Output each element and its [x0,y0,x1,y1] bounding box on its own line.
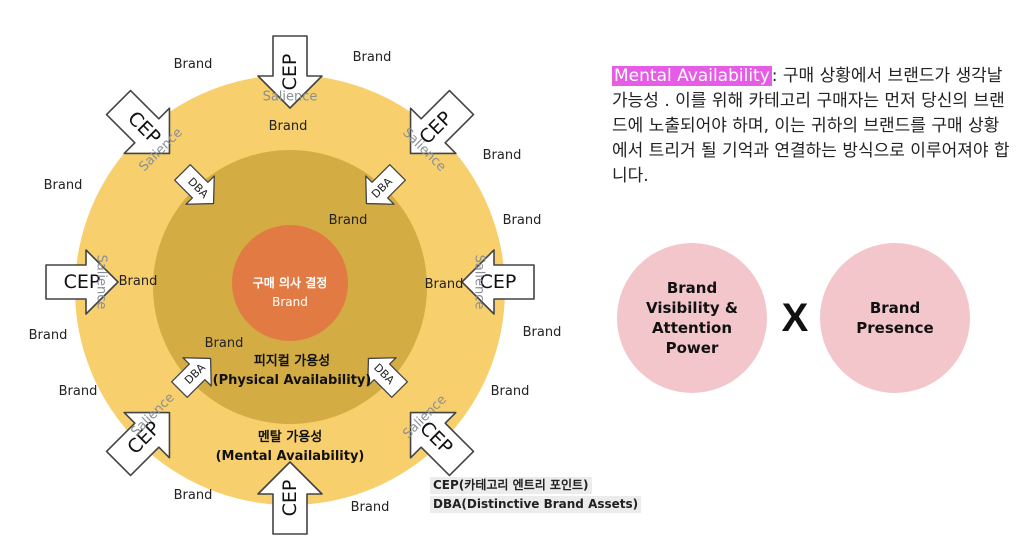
core-purchase-decision [232,225,348,341]
brand-label: Brand [174,488,213,503]
cep-arrow-shape [105,89,171,155]
salience-label: Salience [94,255,109,310]
brand-label: Brand [269,119,308,134]
brand-label: Brand [425,277,464,292]
brand-label: Brand [29,328,68,343]
cep-arrow: CEP [461,249,535,315]
dba-arrow-shape [171,357,212,398]
description-term: Mental Availability [612,66,772,86]
mental-availability-label: 멘탈 가용성 [258,429,322,445]
cep-arrow-shape [409,411,475,477]
cep-label: CEP [279,480,301,517]
legend-dba: DBA(Distinctive Brand Assets) [430,496,642,513]
brand-visibility-label: Brand Visibility & Attention Power [646,279,738,357]
cep-label: CEP [279,54,301,91]
cep-arrow-shape [461,249,535,315]
brand-visibility-circle: Brand Visibility & Attention Power [617,243,767,393]
brand-label: Brand [44,178,83,193]
brand-label: Brand [119,274,158,289]
brand-label: Brand [329,213,368,228]
description-text: : 구매 상황에서 브랜드가 생각날 가능성 . 이를 위해 카테고리 구매자는… [612,66,1010,186]
dba-arrow-shape [367,357,408,398]
cep-arrow-shape [105,411,171,477]
cep-arrow: CEP [45,249,119,315]
physical-availability-label: 피지컬 가용성 [254,353,330,369]
brand-label: Brand [503,213,542,228]
physical-availability-sublabel: (Physical Availability) [213,373,372,388]
brand-label: Brand [205,336,244,351]
brand-label: Brand [523,325,562,340]
brand-label: Brand [483,148,522,163]
brand-label: Brand [59,384,98,399]
multiply-sign: X [781,296,809,340]
brand-label: Brand [351,500,390,515]
dba-arrow-shape [365,164,406,205]
cep-arrow: CEP [409,89,475,155]
dba-arrow-shape [174,164,215,205]
cep-label: CEP [480,271,517,293]
mental-availability-sublabel: (Mental Availability) [216,449,365,464]
brand-label: Brand [491,384,530,399]
salience-label: Salience [263,90,318,105]
mental-availability-description: Mental Availability: 구매 상황에서 브랜드가 생각날 가능… [612,64,1012,189]
brand-presence-circle: Brand Presence [820,243,970,393]
cep-arrow: CEP [257,461,323,535]
legend-cep: CEP(카테고리 엔트리 포인트) [430,477,592,494]
cep-arrow-shape [45,249,119,315]
cep-label: CEP [64,271,101,293]
cep-arrow-shape [409,89,475,155]
brand-presence-label: Brand Presence [856,299,934,337]
cep-arrow-shape [257,461,323,535]
cep-arrow-shape [257,35,323,109]
salience-label: Salience [472,255,487,310]
core-brand-label: Brand [272,295,308,309]
brand-label: Brand [174,57,213,72]
cep-arrow: CEP [257,35,323,109]
brand-label: Brand [353,50,392,65]
core-title: 구매 의사 결정 [253,275,328,290]
